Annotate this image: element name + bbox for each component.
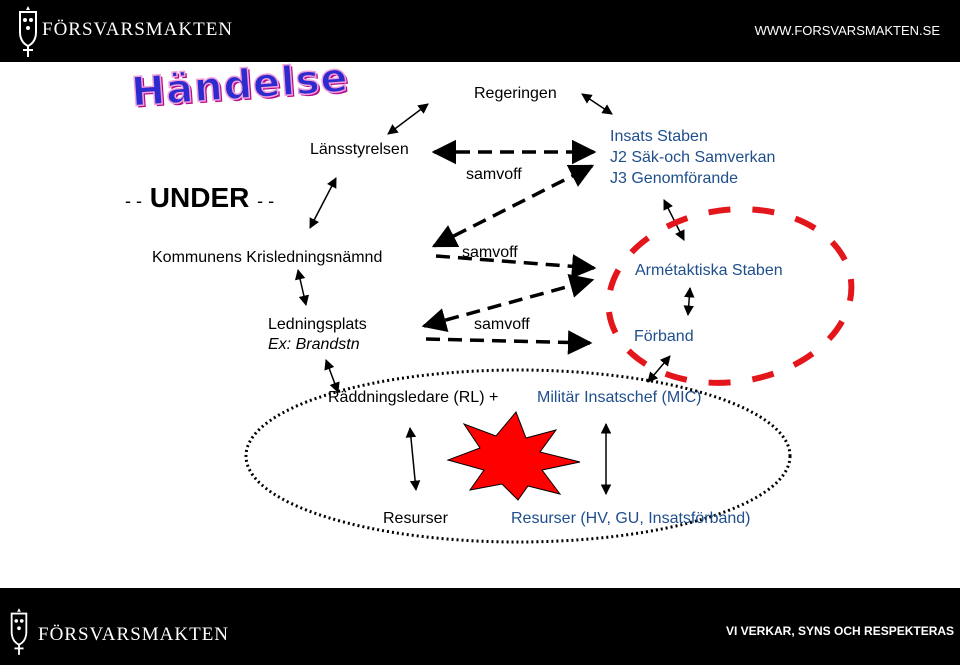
node-regeringen: Regeringen — [474, 85, 557, 102]
incident-area-ellipse — [244, 368, 792, 544]
node-armetaktiska-staben: Armétaktiska Staben — [635, 262, 783, 279]
node-ledningsplats-example: Ex: Brandstn — [268, 336, 360, 353]
arrow-ledningsplats-rl — [324, 359, 340, 393]
node-insats-j3: J3 Genomförande — [610, 170, 739, 187]
footer-slogan: VI VERKAR, SYNS OCH RESPEKTERAS — [726, 624, 955, 638]
arrow-lansstyrelsen-regeringen — [387, 103, 429, 135]
node-insats-staben: Insats Staben — [610, 128, 708, 145]
samvoff-label-3: samvoff — [474, 316, 530, 333]
node-resurser-civil: Resurser — [383, 510, 448, 527]
arrow-armetaktiska-forband — [683, 286, 695, 317]
node-resurser-military: Resurser (HV, GU, Insatsförband) — [511, 510, 751, 527]
dashed-arrow-kommun-insats — [431, 164, 595, 248]
phase-dash-right: - - — [257, 191, 275, 211]
arrow-regeringen-insats — [581, 93, 613, 115]
arrow-forband-mic — [647, 355, 671, 383]
node-lansstyrelsen: Länsstyrelsen — [310, 141, 409, 158]
samvoff-label-2: samvoff — [462, 244, 518, 261]
dashed-arrow-ledningsplats-forband — [425, 330, 593, 355]
dashed-arrow-ledningsplats-armetaktiska — [421, 274, 595, 332]
node-kommun: Kommunens Krisledningsnämnd — [152, 249, 383, 266]
military-highlight-ellipse — [605, 206, 855, 386]
site-url: WWW.FORSVARSMAKTEN.SE — [754, 23, 940, 38]
node-raddningsledare: Räddningsledare (RL) + — [328, 389, 499, 406]
footer-brand-text: FÖRSVARSMAKTEN — [38, 624, 230, 645]
event-burst-icon — [446, 411, 581, 501]
brand-logo-text: FÖRSVARSMAKTEN — [42, 19, 234, 40]
phase-label: - - UNDER - - — [125, 182, 274, 214]
samvoff-label-1: samvoff — [466, 166, 522, 183]
node-ledningsplats: Ledningsplats — [268, 316, 367, 333]
phase-text: UNDER — [149, 182, 250, 213]
arrow-rl-resurser — [405, 426, 421, 492]
crest-icon — [19, 6, 37, 57]
arrow-kommun-ledningsplats — [294, 268, 310, 307]
footer-bar — [0, 588, 960, 665]
crest-icon — [10, 608, 28, 655]
node-forband: Förband — [634, 328, 694, 345]
phase-dash-left: - - — [125, 191, 142, 211]
header-bar — [0, 0, 960, 62]
dashed-arrow-kommun-armetaktiska — [435, 254, 597, 279]
node-insats-j2: J2 Säk-och Samverkan — [610, 149, 776, 166]
node-militar-insatschef: Militär Insatschef (MIC) — [537, 389, 702, 406]
arrow-lansstyrelsen-kommun — [309, 177, 337, 229]
